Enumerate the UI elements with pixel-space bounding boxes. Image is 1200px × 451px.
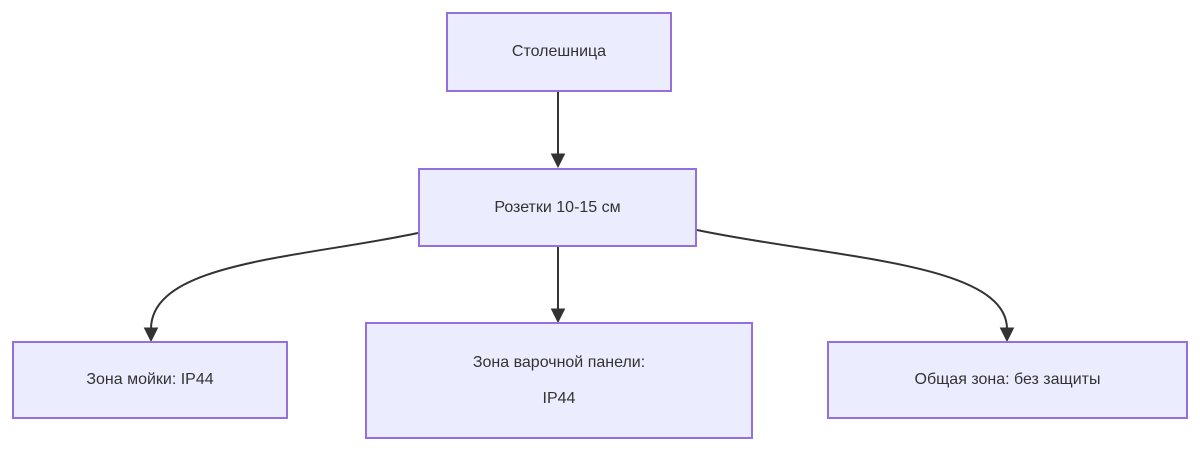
node-sockets-label: Розетки 10-15 см <box>494 198 621 216</box>
node-general-zone-label: Общая зона: без защиты <box>914 371 1101 389</box>
edge-countertop-sockets <box>550 92 566 169</box>
edge-sockets-sink-zone <box>143 232 419 343</box>
node-sink-zone-label: Зона мойки: IP44 <box>86 371 214 389</box>
node-cooktop-zone-label: Зона варочной панели: IP44 <box>472 354 646 407</box>
node-cooktop-zone: Зона варочной панели: IP44 <box>365 322 753 439</box>
node-countertop: Столешница <box>446 12 672 92</box>
node-sink-zone: Зона мойки: IP44 <box>12 341 288 419</box>
node-countertop-label: Столешница <box>511 43 607 61</box>
node-general-zone: Общая зона: без защиты <box>827 341 1188 419</box>
edge-sockets-general-zone <box>696 229 1015 343</box>
edge-sockets-cooktop-zone <box>550 247 566 324</box>
node-sockets: Розетки 10-15 см <box>418 168 697 247</box>
